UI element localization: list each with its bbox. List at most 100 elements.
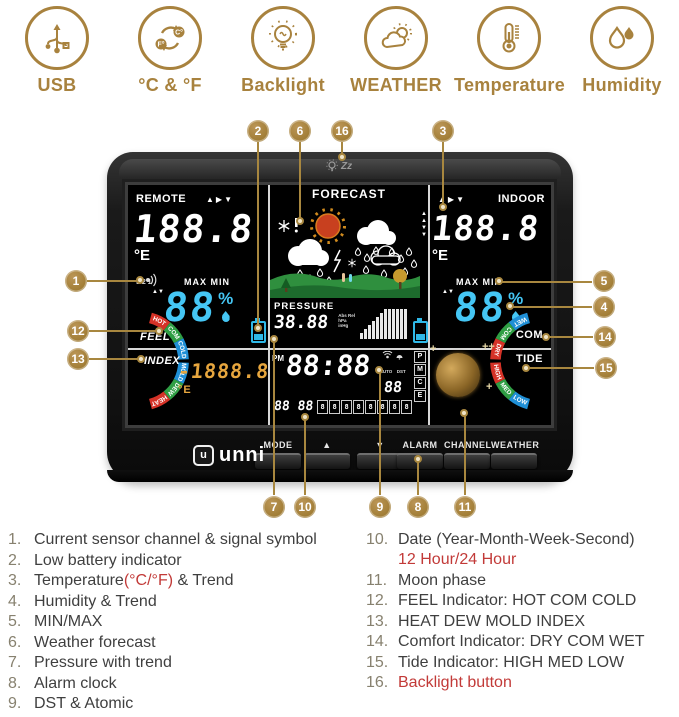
letter-p: P xyxy=(414,351,426,363)
item-text: Humidity & Trend xyxy=(34,592,157,610)
item-text: HEAT DEW MOLD INDEX xyxy=(398,612,585,630)
feature-item: 6.Weather forecast xyxy=(8,633,360,653)
panel-divider xyxy=(128,348,268,350)
indoor-temp-value: 188.8 xyxy=(429,209,542,249)
item-text: Pressure with trend xyxy=(34,654,172,671)
lcd-cell: 8 xyxy=(401,399,413,414)
droplet-icon xyxy=(511,311,520,322)
item-text: MIN/MAX xyxy=(34,613,103,630)
callout-endpoint xyxy=(506,302,514,310)
time-value: 88:88 xyxy=(284,349,373,382)
callout-2: 2 xyxy=(247,120,269,142)
item-number: 11. xyxy=(366,571,388,589)
callout-line xyxy=(257,142,259,328)
feature-weather: WEATHER xyxy=(341,6,451,96)
svg-text:MOLD: MOLD xyxy=(176,363,188,383)
tide-segment-high: HIGH xyxy=(492,364,503,381)
button-channel[interactable]: CHANNEL xyxy=(444,440,491,469)
callout-endpoint xyxy=(338,153,346,161)
callout-3: 3 xyxy=(432,120,454,142)
callout-endpoint xyxy=(301,413,309,421)
feature-backlight: Backlight xyxy=(228,6,338,96)
button-weather[interactable]: WEATHER xyxy=(491,440,540,469)
button-face[interactable] xyxy=(444,453,490,469)
com-label: COM xyxy=(515,329,543,341)
item-number: 1. xyxy=(8,531,22,548)
droplet-icon xyxy=(221,311,230,322)
callout-12: 12 xyxy=(67,320,89,342)
item-number: 3. xyxy=(8,572,22,589)
sparkle-icon: + xyxy=(486,381,493,393)
button-up[interactable]: ▲ xyxy=(304,440,350,469)
callout-line xyxy=(273,341,275,495)
backlight-button[interactable]: Zz xyxy=(325,155,377,177)
feature-usb: USB xyxy=(2,6,112,96)
feature-humidity: Humidity xyxy=(567,6,677,96)
date-digits: 88 88 xyxy=(273,399,314,414)
button-face[interactable] xyxy=(304,453,350,469)
feature-item: 11.Moon phase xyxy=(366,571,676,591)
callout-line xyxy=(304,419,306,495)
comfort-tide-gauge: WET COM DRY HIGH MED LOW xyxy=(490,312,531,410)
letter-c: C xyxy=(414,377,426,389)
brand-logo: u unni xyxy=(193,444,265,467)
remote-title: REMOTE xyxy=(136,193,187,205)
indoor-maxmin-label: MAX MIN xyxy=(456,277,502,287)
item-text: Temperature xyxy=(34,572,124,589)
feature-item: 13. HEAT DEW MOLD INDEX xyxy=(366,612,676,632)
feel-temp-value: -1888.8 xyxy=(176,359,271,383)
lcd-cell: 8 xyxy=(389,399,401,414)
item-text-red: (°C/°F) xyxy=(123,572,174,589)
feature-item: 5.MIN/MAX xyxy=(8,612,360,632)
pressure-label: PRESSURE xyxy=(274,301,335,312)
snooze-glyph: Zz xyxy=(341,160,353,172)
pressure-value: 38.88 xyxy=(272,312,330,333)
feature-item: 10.Date (Year-Month-Week-Second)12 Hour/… xyxy=(366,530,676,570)
item-text: DST & Atomic xyxy=(34,695,134,712)
item-number: 13. xyxy=(366,612,389,630)
item-text: Alarm clock xyxy=(34,674,117,692)
feature-label: USB xyxy=(37,75,77,95)
button-face[interactable] xyxy=(255,453,301,469)
button-label: ALARM xyxy=(402,440,438,450)
item-text-red: 12 Hour/24 Hour xyxy=(398,551,517,568)
item-number: 9. xyxy=(8,695,22,712)
callout-line xyxy=(299,142,301,220)
callout-endpoint xyxy=(375,366,383,374)
button-label: ▲ xyxy=(322,440,332,450)
button-label: WEATHER xyxy=(491,440,540,450)
button-face[interactable] xyxy=(491,453,537,469)
callout-1: 1 xyxy=(65,270,87,292)
feature-item: 14.Comfort Indicator: DRY COM WET xyxy=(366,632,676,652)
svg-text:HIGH: HIGH xyxy=(492,364,503,381)
atomic-signal-icon xyxy=(382,351,392,359)
feature-item: 12.FEEL Indicator: HOT COM COLD xyxy=(366,591,676,611)
remote-temp-unit: °E xyxy=(134,247,151,264)
feature-item: 1.Current sensor channel & signal symbol xyxy=(8,530,360,550)
feature-label: WEATHER xyxy=(350,75,442,95)
item-number: 12. xyxy=(366,592,389,609)
weather-icon xyxy=(364,6,428,70)
button-alarm[interactable]: ALARM xyxy=(397,440,443,469)
index-label: INDEX xyxy=(144,355,181,367)
feature-label: Temperature xyxy=(454,75,566,95)
brand-name: unni xyxy=(219,444,266,466)
indoor-temp-unit: °E xyxy=(432,247,449,264)
auto-label: AUTO xyxy=(379,369,393,374)
svg-text:COLD: COLD xyxy=(176,340,187,359)
feel-temp-unit: °E xyxy=(178,384,192,396)
indoor-panel: ▲▶▼ INDOOR 188.8°E MAX MIN ▲▼ 88 % xyxy=(430,185,551,425)
percent-sign: % xyxy=(218,289,234,308)
callout-endpoint xyxy=(296,217,304,225)
callout-line xyxy=(89,330,157,332)
callout-15: 15 xyxy=(595,357,617,379)
letter-e: E xyxy=(414,390,426,402)
ampm-indicator: PM xyxy=(272,354,284,363)
button-mode[interactable]: MODE xyxy=(255,440,301,469)
svg-text:C°: C° xyxy=(175,29,183,37)
letter-m: M xyxy=(414,364,426,376)
callout-13: 13 xyxy=(67,348,89,370)
feature-temperature: Temperature xyxy=(454,6,566,96)
date-display: 88 88 8 8 8 8 8 8 8 8 xyxy=(273,399,413,414)
